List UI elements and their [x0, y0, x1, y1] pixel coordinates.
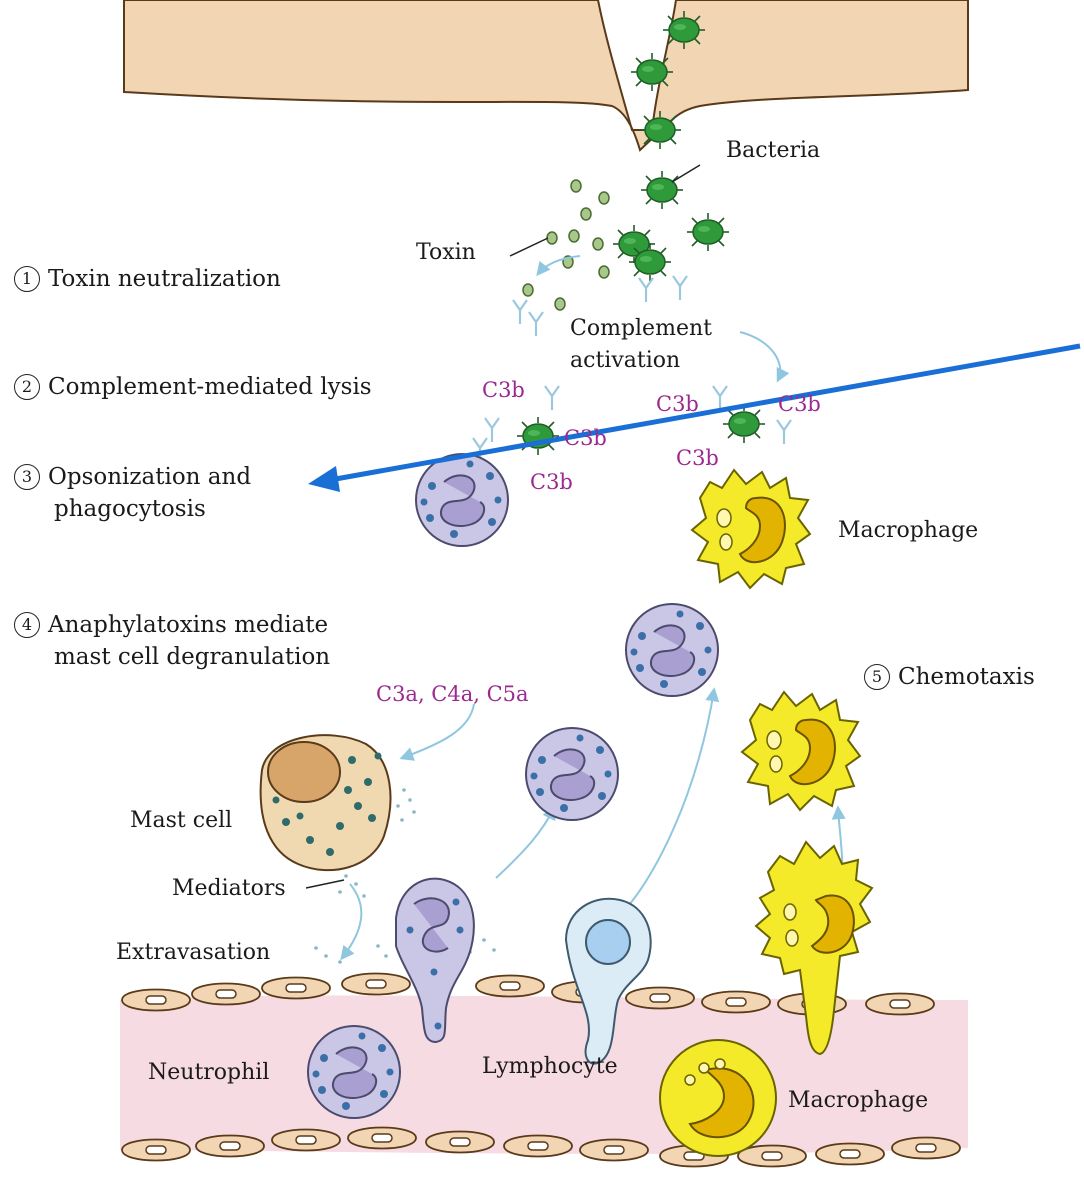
c3b-tag: C3b — [482, 378, 525, 402]
c3b-tag: C3b — [530, 470, 573, 494]
toxin-label: Toxin — [416, 240, 476, 265]
step-3-label-line2: phagocytosis — [54, 496, 206, 522]
c3b-tag: C3b — [656, 392, 699, 416]
extravasation-label: Extravasation — [116, 940, 270, 965]
macrophage-lower-label: Macrophage — [788, 1088, 928, 1113]
complement-activation-label-line1: Complement — [570, 316, 712, 341]
lymphocyte-label: Lymphocyte — [482, 1054, 618, 1079]
bacteria-label: Bacteria — [726, 138, 820, 163]
complement-activation-label-line2: activation — [570, 348, 680, 373]
macrophage-upper-label: Macrophage — [838, 518, 978, 543]
step-4-label-line2: mast cell degranulation — [54, 644, 330, 670]
c3b-tag: C3b — [564, 426, 607, 450]
neutrophil-label: Neutrophil — [148, 1060, 269, 1085]
skin-layer — [124, 0, 968, 150]
mast-cell-label: Mast cell — [130, 808, 232, 833]
c3b-tag: C3b — [676, 446, 719, 470]
mediators-label: Mediators — [172, 876, 286, 901]
anaphylatoxins-tag: C3a, C4a, C5a — [376, 682, 529, 706]
c3b-tag: C3b — [778, 392, 821, 416]
